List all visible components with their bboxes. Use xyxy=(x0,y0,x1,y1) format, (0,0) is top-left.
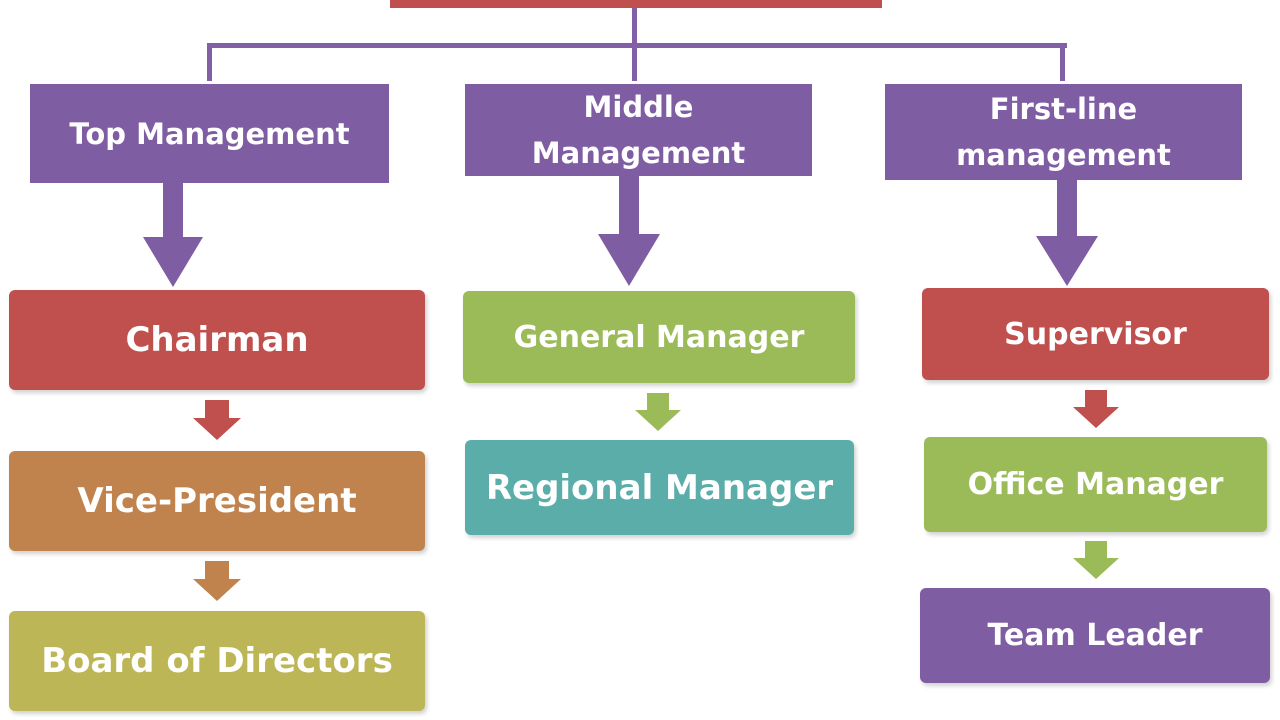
root-box xyxy=(390,0,882,8)
level-header-first-line-management: First-line management xyxy=(885,84,1242,180)
branch-drop-middle xyxy=(632,43,637,81)
arrow-down-icon xyxy=(1073,390,1119,428)
node-vice-president: Vice-President xyxy=(9,451,425,551)
arrow-down-icon xyxy=(635,393,681,431)
level-header-top-management: Top Management xyxy=(30,84,389,183)
arrow-down-icon xyxy=(193,400,241,440)
node-chairman: Chairman xyxy=(9,290,425,390)
node-team-leader: Team Leader xyxy=(920,588,1270,683)
branch-drop-first-line xyxy=(1060,43,1065,81)
node-general-manager: General Manager xyxy=(463,291,855,383)
node-office-manager: Office Manager xyxy=(924,437,1267,532)
node-board-of-directors: Board of Directors xyxy=(9,611,425,711)
arrow-down-icon xyxy=(598,176,660,286)
level-header-middle-management: Middle Management xyxy=(465,84,812,176)
arrow-down-icon xyxy=(1073,541,1119,579)
arrow-down-icon xyxy=(143,183,203,287)
arrow-down-icon xyxy=(193,561,241,601)
root-connector xyxy=(632,8,637,48)
node-supervisor: Supervisor xyxy=(922,288,1269,380)
branch-drop-top xyxy=(207,43,212,81)
node-regional-manager: Regional Manager xyxy=(465,440,854,535)
arrow-down-icon xyxy=(1036,180,1098,286)
branch-connector xyxy=(207,43,1067,48)
